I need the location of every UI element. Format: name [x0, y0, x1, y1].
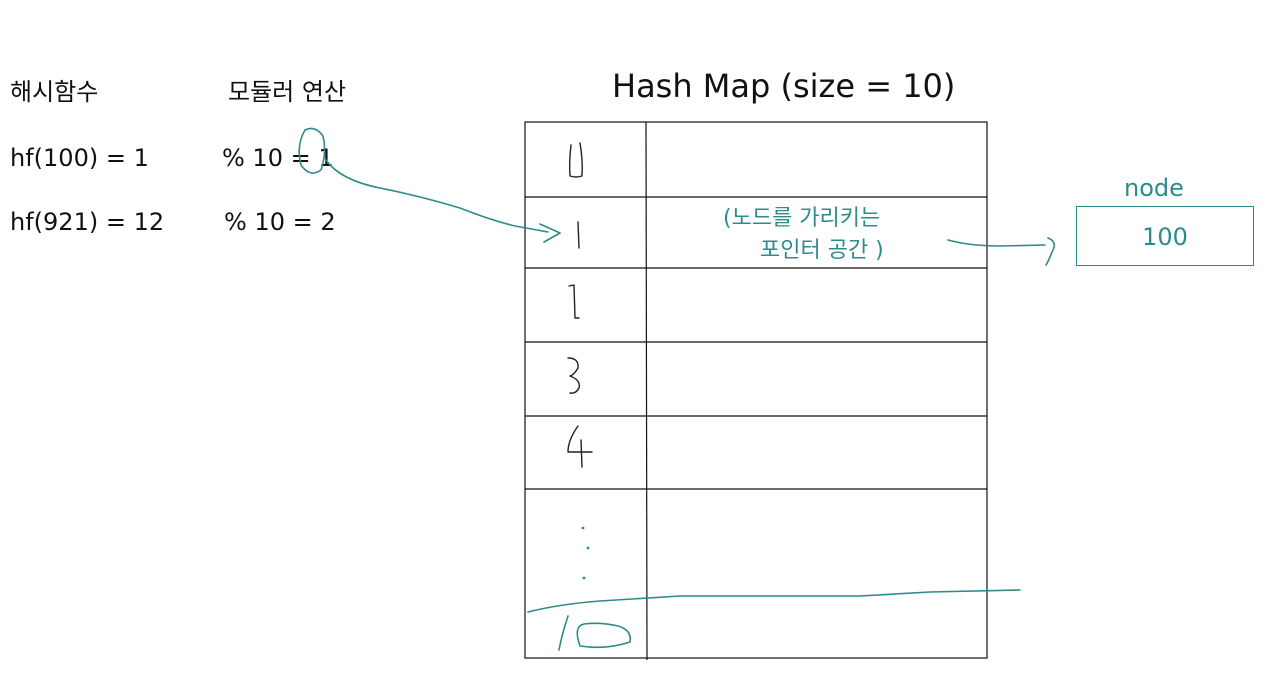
circle-highlight [298, 127, 326, 174]
pointer-note-line2: 포인터 공간 ) [760, 238, 884, 263]
hash-function-label: 해시함수 [10, 78, 99, 106]
node-box: 100 [1076, 206, 1254, 266]
table-column-divider [645, 121, 648, 661]
modulo-label: 모듈러 연산 [228, 78, 347, 106]
index-4-handwritten [567, 425, 593, 468]
modulo-result-1: % 10 = 1 [222, 144, 334, 172]
index-1-handwritten [577, 221, 580, 249]
hash-expr-1: hf(100) = 1 [10, 144, 149, 172]
pointer-note-line1: (노드를 가리키는 [723, 206, 881, 231]
table-end-line [527, 589, 1021, 613]
modulo-result-2: % 10 = 2 [224, 208, 336, 236]
index-0-handwritten [568, 142, 583, 178]
table-border [524, 121, 988, 659]
hash-expr-2: hf(921) = 12 [10, 208, 165, 236]
hash-map-title: Hash Map (size = 10) [612, 67, 956, 105]
arrow-to-node [947, 237, 1056, 266]
ellipsis-dots [581, 526, 590, 580]
index-10-handwritten [558, 615, 632, 651]
node-label: node [1124, 174, 1184, 202]
arrow-to-index-1 [325, 159, 561, 243]
node-value: 100 [1142, 223, 1188, 251]
hash-table-grid [524, 121, 988, 661]
index-3-handwritten [567, 357, 580, 394]
index-2-handwritten [568, 284, 580, 319]
